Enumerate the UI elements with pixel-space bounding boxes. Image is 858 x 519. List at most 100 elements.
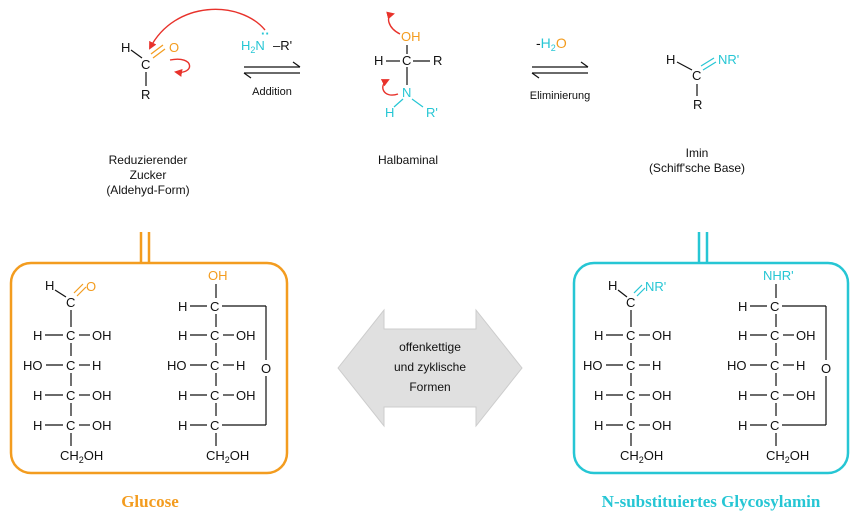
sugar-caption: Reduzierender Zucker (Aldehyd-Form) xyxy=(106,153,189,197)
svg-text:C: C xyxy=(770,358,779,373)
glucose-cyclic-form: OH H C H C OH HO C H H C OH H C O CH2OH xyxy=(167,268,271,465)
svg-text:NR': NR' xyxy=(645,279,666,294)
glycosyl-box xyxy=(572,261,850,475)
svg-text:O: O xyxy=(86,279,96,294)
svg-text:C: C xyxy=(210,328,219,343)
svg-text:H: H xyxy=(738,388,747,403)
svg-text:C: C xyxy=(770,328,779,343)
glucose-connector xyxy=(139,232,151,263)
svg-text:H: H xyxy=(796,358,805,373)
elimination-label: Eliminierung xyxy=(530,90,591,102)
svg-text:C: C xyxy=(210,299,219,314)
glycosylamine-title: N-substituiertes Glycosylamin xyxy=(602,492,821,511)
svg-text:C: C xyxy=(692,68,701,83)
svg-text:C: C xyxy=(626,358,635,373)
svg-text:C: C xyxy=(770,299,779,314)
svg-text:C: C xyxy=(402,53,411,68)
svg-text:C: C xyxy=(210,418,219,433)
svg-text:H: H xyxy=(374,53,383,68)
aldehyde-o: O xyxy=(169,40,179,55)
svg-text:OH: OH xyxy=(92,418,112,433)
svg-text:NHR': NHR' xyxy=(763,268,794,283)
svg-text:C: C xyxy=(626,388,635,403)
imine-caption-2: (Schiff'sche Base) xyxy=(649,161,745,175)
svg-text:H: H xyxy=(178,299,187,314)
double-headed-arrow: offenkettige und zyklische Formen xyxy=(337,308,523,428)
svg-text:CH2OH: CH2OH xyxy=(620,448,663,465)
center-label-3: Formen xyxy=(409,380,450,394)
svg-text:–R': –R' xyxy=(273,38,292,53)
aldehyde-r: R xyxy=(141,87,150,102)
svg-text:H: H xyxy=(385,105,394,120)
curved-arrow-carbonyl xyxy=(169,58,191,77)
svg-text:C: C xyxy=(210,388,219,403)
svg-text:N: N xyxy=(402,85,411,100)
svg-text:H: H xyxy=(33,418,42,433)
halbaminal-structure: OH H C R N H R' Halbaminal xyxy=(374,11,442,167)
svg-text:OH: OH xyxy=(401,29,421,44)
svg-text:(Aldehyd-Form): (Aldehyd-Form) xyxy=(106,183,189,197)
svg-text:H: H xyxy=(652,358,661,373)
svg-text:H: H xyxy=(738,418,747,433)
svg-text:H: H xyxy=(178,328,187,343)
svg-text:C: C xyxy=(626,295,635,310)
svg-text:H: H xyxy=(178,388,187,403)
svg-text:CH2OH: CH2OH xyxy=(206,448,249,465)
svg-text:H: H xyxy=(738,299,747,314)
glycosyl-connector xyxy=(697,232,709,263)
svg-text:H: H xyxy=(608,278,617,293)
svg-text:C: C xyxy=(66,358,75,373)
svg-text:H: H xyxy=(33,388,42,403)
svg-text:OH: OH xyxy=(92,328,112,343)
svg-text:CH2OH: CH2OH xyxy=(60,448,103,465)
svg-text:H: H xyxy=(33,328,42,343)
svg-text:R: R xyxy=(433,53,442,68)
addition-label: Addition xyxy=(252,86,292,98)
svg-text:R': R' xyxy=(426,105,438,120)
glucose-open-chain: H C O H C OH HO C H H C OH H C OH CH2OH xyxy=(23,278,112,465)
amine-structure: H2N –R' ·· xyxy=(241,26,292,55)
imine-structure: H C NR' R Imin (Schiff'sche Base) xyxy=(649,52,745,175)
svg-text:H: H xyxy=(236,358,245,373)
aldehyde-structure: H C O R xyxy=(121,8,266,102)
svg-text:H: H xyxy=(45,278,54,293)
svg-text:C: C xyxy=(66,328,75,343)
svg-text:H: H xyxy=(666,52,675,67)
equilibrium-arrow-elimination: Eliminierung xyxy=(530,61,591,102)
svg-text:CH2OH: CH2OH xyxy=(766,448,809,465)
lone-pair: ·· xyxy=(261,26,270,41)
svg-text:Reduzierender: Reduzierender xyxy=(109,153,188,167)
svg-text:C: C xyxy=(770,388,779,403)
svg-text:C: C xyxy=(626,328,635,343)
glucose-ring-oxygen: O xyxy=(261,361,271,376)
water-label: -H2O xyxy=(536,35,567,53)
svg-text:H: H xyxy=(594,328,603,343)
aldehyde-c: C xyxy=(141,57,150,72)
svg-text:OH: OH xyxy=(236,328,256,343)
aldehyde-h: H xyxy=(121,40,130,55)
svg-text:OH: OH xyxy=(796,328,816,343)
svg-text:Zucker: Zucker xyxy=(130,168,167,182)
svg-text:-H2O: -H2O xyxy=(536,35,567,53)
glycosyl-open-chain: H C NR' H C OH HO C H H C OH H C OH CH2O… xyxy=(583,278,672,465)
svg-text:HO: HO xyxy=(23,358,43,373)
curved-arrow-nh xyxy=(380,79,399,96)
svg-text:H: H xyxy=(738,328,747,343)
svg-text:HO: HO xyxy=(727,358,747,373)
center-label-1: offenkettige xyxy=(399,340,461,354)
svg-text:OH: OH xyxy=(652,418,672,433)
glycosyl-ring-oxygen: O xyxy=(821,361,831,376)
svg-text:H: H xyxy=(594,418,603,433)
halbaminal-caption: Halbaminal xyxy=(378,153,438,167)
svg-text:H2N: H2N xyxy=(241,38,265,55)
glucose-box xyxy=(9,261,289,475)
svg-text:H: H xyxy=(178,418,187,433)
svg-text:C: C xyxy=(66,295,75,310)
svg-text:H: H xyxy=(92,358,101,373)
svg-text:C: C xyxy=(210,358,219,373)
svg-text:HO: HO xyxy=(167,358,187,373)
svg-text:R: R xyxy=(693,97,702,112)
center-label-2: und zyklische xyxy=(394,360,466,374)
svg-text:OH: OH xyxy=(208,268,228,283)
